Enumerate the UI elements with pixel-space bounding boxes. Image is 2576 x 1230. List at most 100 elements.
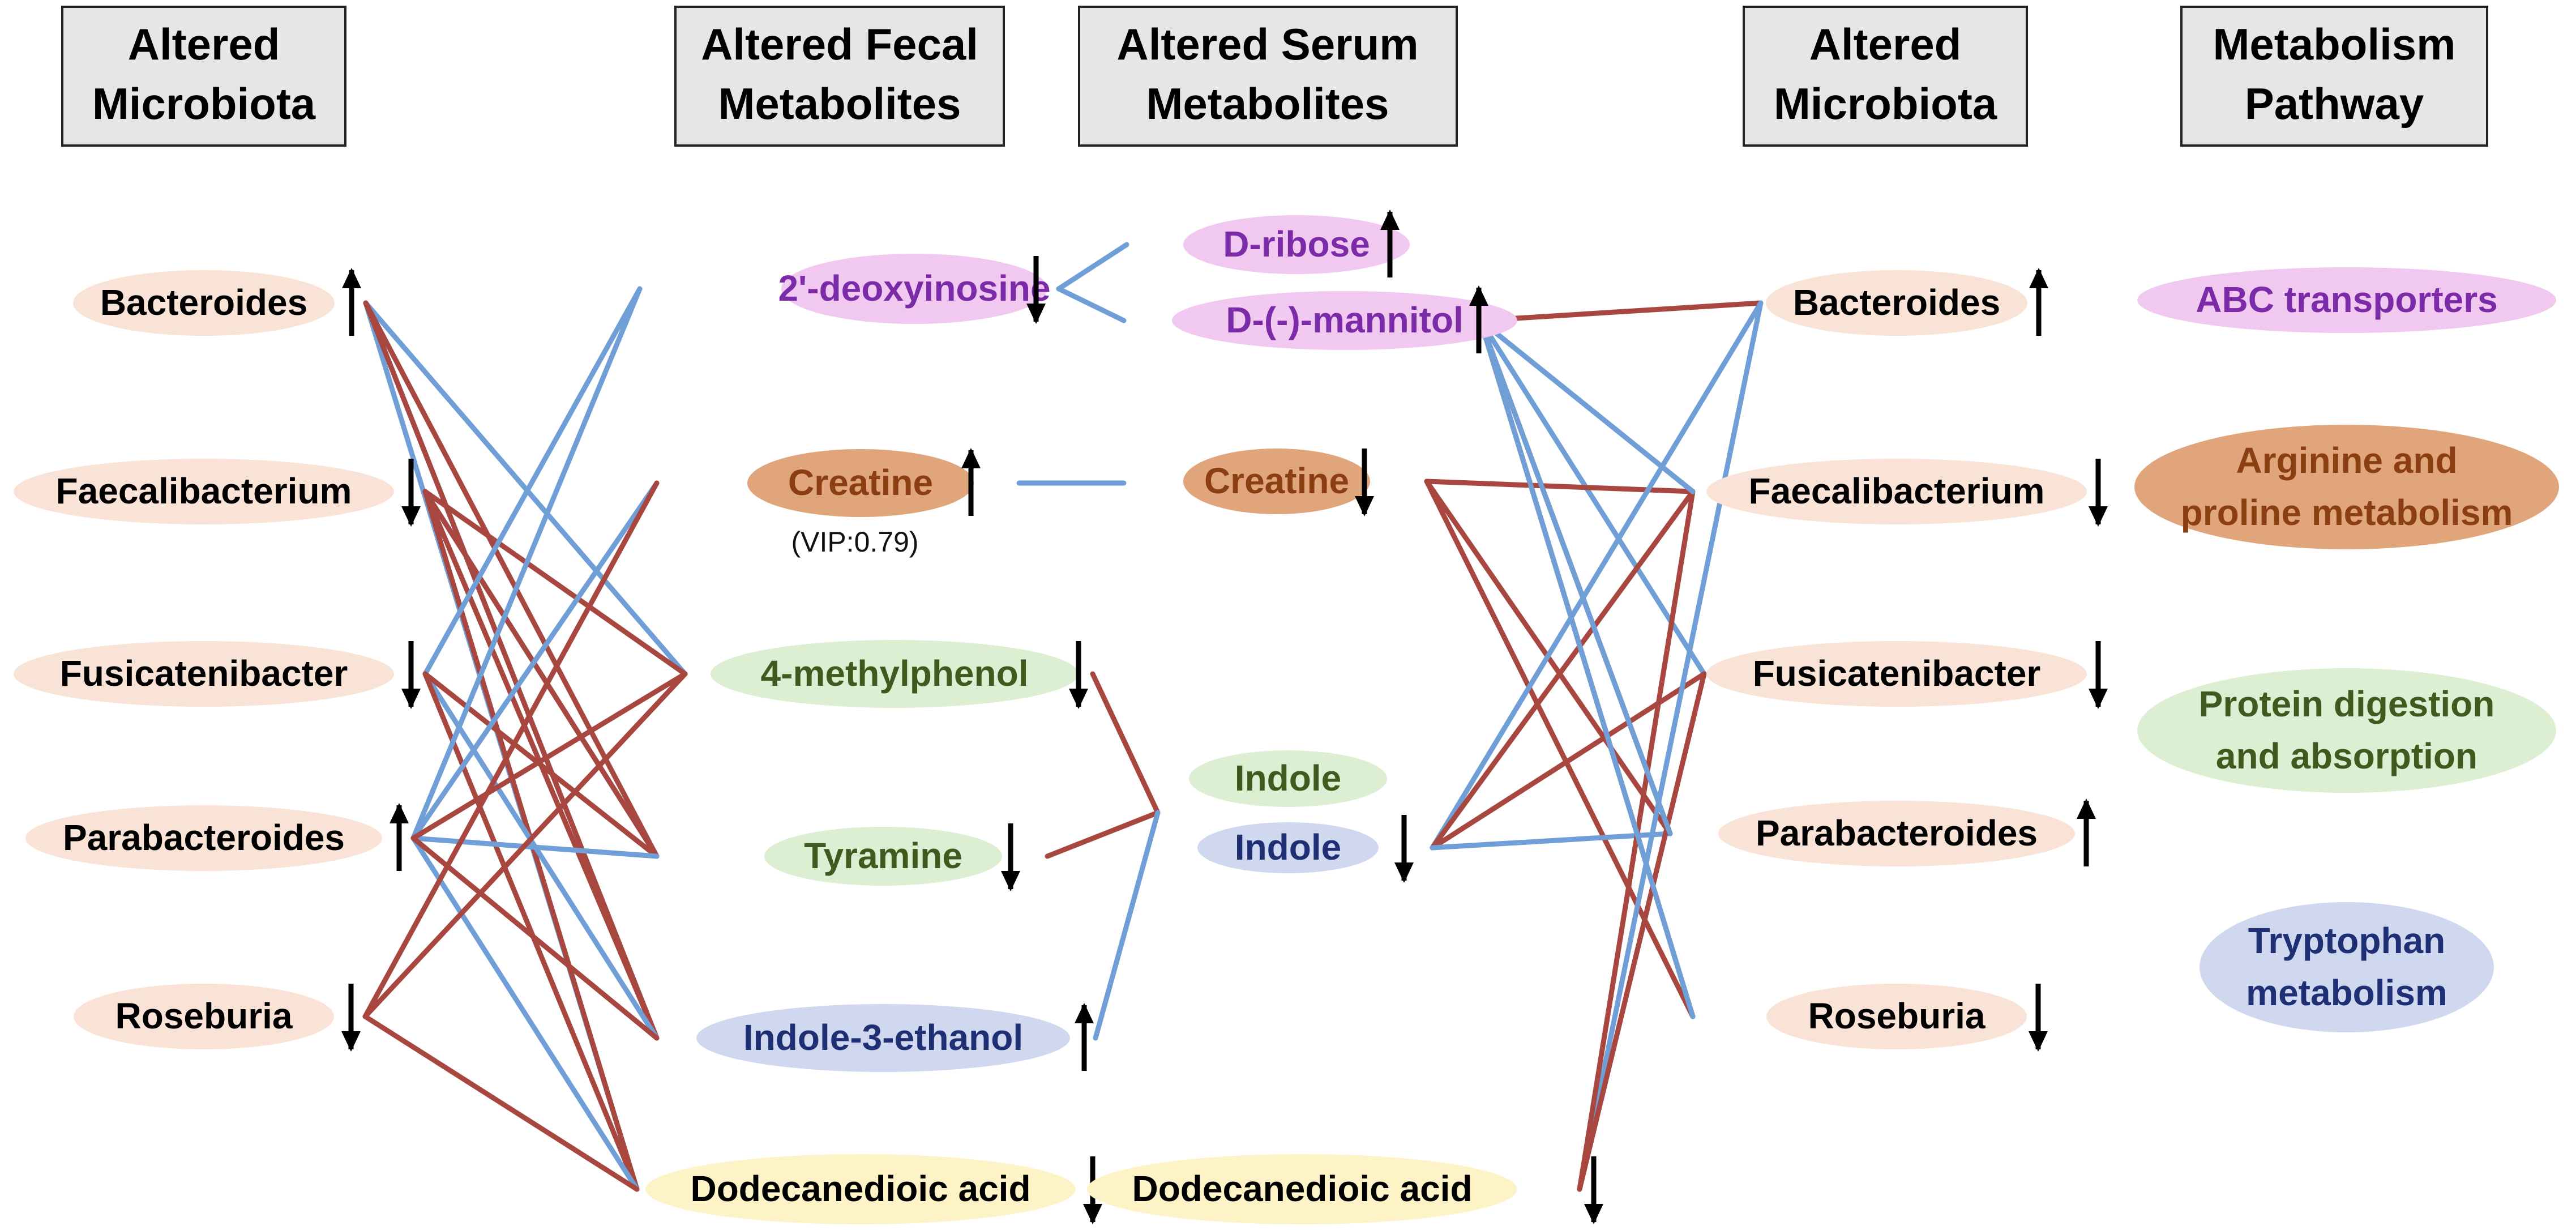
link-right-17 — [1478, 318, 1696, 494]
serum-indole_g-label: Indole — [1235, 758, 1341, 798]
serum-mannitol-bubble — [1172, 291, 1517, 350]
pathway-protein-line2: and absorption — [2216, 736, 2477, 776]
link-left-3 — [363, 300, 660, 859]
right-microbe-parabacteroides-arrow — [2077, 798, 2096, 866]
header-col5-line1: Metabolism — [2213, 19, 2455, 69]
header-col2-line2: Metabolites — [718, 79, 961, 129]
right-microbe-roseburia-arrow — [2029, 984, 2048, 1052]
right-microbe-bacteroides-bubble — [1766, 270, 2027, 336]
fecal-creatine_f-label: Creatine — [788, 462, 933, 503]
link-left-17 — [410, 835, 640, 1192]
nodes-layer: BacteroidesFaecalibacteriumFusicatenibac… — [14, 210, 2559, 1224]
fecal-methylphenol-arrow — [1069, 641, 1088, 709]
left-microbe-faecalibacterium-arrow — [401, 459, 421, 527]
pathway-tryptophan-line1: Tryptophan — [2248, 920, 2445, 961]
serum-indole_b-bubble — [1197, 822, 1379, 873]
link-left-22 — [362, 671, 688, 1019]
link-left-21 — [362, 480, 660, 1019]
serum-mannitol-label: D-(-)-mannitol — [1226, 300, 1463, 340]
fecal-creatine_f-arrow — [961, 448, 981, 516]
header-col2: Altered Fecal Metabolites — [674, 6, 1005, 147]
fecal-tyramine: Tyramine — [764, 827, 1002, 886]
fecal-indole3ethanol-label: Indole-3-ethanol — [743, 1017, 1023, 1058]
left-microbe-parabacteroides-label: Parabacteroides — [63, 817, 345, 858]
serum-mannitol: D-(-)-mannitol — [1172, 291, 1517, 350]
serum-creatine_s-label: Creatine — [1204, 460, 1349, 501]
link-left-7 — [422, 489, 660, 859]
serum-dribose-bubble — [1183, 215, 1410, 274]
link-right-7 — [1424, 479, 1696, 1019]
link-left-19 — [410, 835, 660, 1041]
right-microbe-faecalibacterium-label: Faecalibacterium — [1749, 471, 2045, 511]
serum-dribose-label: D-ribose — [1223, 224, 1370, 264]
link-fs-4 — [1045, 810, 1161, 859]
link-left-11 — [422, 671, 660, 1041]
header-col4: Altered Microbiota — [1743, 6, 2028, 147]
left-microbe-roseburia: Roseburia — [74, 984, 334, 1049]
link-left-14 — [410, 286, 643, 841]
pathway-protein-bubble — [2137, 668, 2556, 793]
link-right-15 — [1478, 318, 1696, 1019]
header-col5: Metabolism Pathway — [2180, 6, 2488, 147]
right-microbe-fusicatenibacter: Fusicatenibacter — [1706, 641, 2087, 707]
link-left-16 — [410, 835, 660, 859]
fecal-methylphenol: 4-methylphenol — [711, 640, 1079, 708]
left-microbe-roseburia-label: Roseburia — [115, 996, 293, 1036]
fecal-tyramine-label: Tyramine — [804, 835, 962, 876]
fecal-creatine_f-bubble — [747, 449, 974, 517]
serum-creatine_s-arrow — [1355, 449, 1374, 516]
fecal-indole3ethanol-bubble — [696, 1004, 1070, 1072]
right-microbe-bacteroides-arrow — [2029, 268, 2048, 336]
fecal-dodecanedioic_f: Dodecanedioic acid — [645, 1154, 1076, 1224]
fecal-creatine_f: Creatine — [747, 449, 974, 517]
pathway-protein: Protein digestion and absorption — [2137, 668, 2556, 793]
left-microbe-bacteroides-arrow — [342, 268, 361, 336]
pathway-tryptophan-line2: metabolism — [2246, 972, 2447, 1013]
header-col5-line2: Pathway — [2245, 79, 2424, 129]
pathway-abc: ABC transporters — [2137, 267, 2556, 333]
pathway-tryptophan-bubble — [2200, 902, 2494, 1032]
left-microbe-faecalibacterium-label: Faecalibacterium — [56, 471, 352, 511]
right-microbe-fusicatenibacter-bubble — [1706, 641, 2087, 707]
right-microbe-fusicatenibacter-label: Fusicatenibacter — [1753, 653, 2041, 694]
link-right-9 — [1430, 489, 1696, 851]
left-microbe-roseburia-bubble — [74, 984, 334, 1049]
fecal-creatine_f-note: (VIP:0.79) — [791, 526, 918, 558]
link-right-13 — [1577, 489, 1696, 1192]
serum-indole_g-bubble — [1189, 750, 1387, 807]
pathway-arginine-line1: Arginine and — [2236, 440, 2457, 481]
header-col3: Altered Serum Metabolites — [1078, 6, 1458, 147]
link-left-12 — [422, 671, 660, 859]
pathway-protein-line1: Protein digestion — [2199, 684, 2495, 724]
link-fs-0 — [1056, 242, 1129, 292]
header-col2-line1: Altered Fecal — [701, 19, 978, 69]
header-col4-line1: Altered — [1809, 19, 1962, 69]
serum-dodecanedioic_s-bubble — [1087, 1154, 1517, 1224]
right-microbe-roseburia: Roseburia — [1766, 984, 2027, 1049]
link-right-16 — [1478, 318, 1673, 836]
right-microbe-parabacteroides-label: Parabacteroides — [1756, 813, 2038, 853]
serum-dribose: D-ribose — [1183, 215, 1410, 274]
pathway-arginine-line2: proline metabolism — [2181, 492, 2513, 533]
fecal-dodecanedioic_f-bubble — [645, 1154, 1076, 1224]
link-left-18 — [410, 671, 688, 841]
serum-indole_b-label: Indole — [1235, 827, 1341, 868]
link-left-6 — [422, 489, 688, 677]
link-fs-1 — [1056, 286, 1127, 323]
fecal-indole3ethanol-arrow — [1075, 1003, 1094, 1071]
serum-dodecanedioic_s-label: Dodecanedioic acid — [1132, 1168, 1472, 1209]
header-col1-line1: Altered — [128, 19, 280, 69]
left-microbe-fusicatenibacter-label: Fusicatenibacter — [60, 653, 348, 694]
fecal-deoxyinosine-arrow — [1026, 256, 1046, 324]
left-microbe-bacteroides: Bacteroides — [73, 270, 335, 336]
fecal-tyramine-arrow — [1001, 823, 1020, 891]
right-microbe-bacteroides: Bacteroides — [1766, 270, 2027, 336]
right-microbe-roseburia-bubble — [1766, 984, 2027, 1049]
link-left-10 — [422, 286, 643, 677]
fecal-tyramine-bubble — [764, 827, 1002, 886]
right-microbe-roseburia-label: Roseburia — [1808, 996, 1986, 1036]
header-col3-line2: Metabolites — [1146, 79, 1389, 129]
serum-creatine_s-bubble — [1183, 449, 1370, 514]
serum-dodecanedioic_s-arrow — [1584, 1156, 1603, 1224]
